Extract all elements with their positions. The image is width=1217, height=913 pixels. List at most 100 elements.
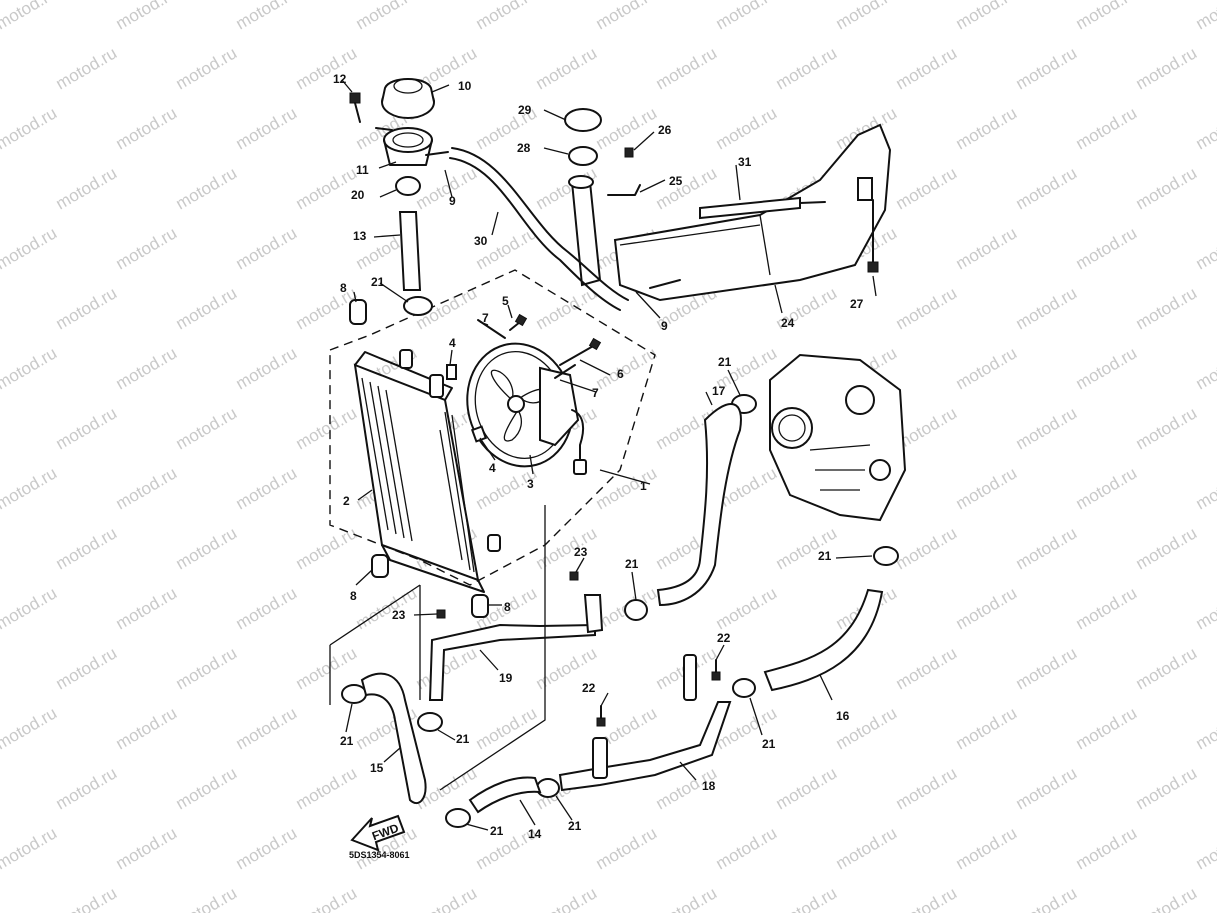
- callout-24: 24: [781, 316, 795, 330]
- hose-31: [699, 196, 801, 220]
- watermark-text: motod.ru: [233, 103, 301, 153]
- watermark-text: motod.ru: [1193, 223, 1217, 273]
- watermark-text: motod.ru: [1013, 763, 1081, 813]
- watermark-text: motod.ru: [53, 403, 121, 453]
- engine-head: [769, 353, 907, 522]
- watermark-text: motod.ru: [1133, 283, 1201, 333]
- callout-7: 7: [592, 386, 599, 400]
- callout-19: 19: [499, 671, 513, 685]
- watermark-text: motod.ru: [953, 0, 1021, 33]
- watermark-text: motod.ru: [593, 823, 661, 873]
- callout-15: 15: [370, 761, 384, 775]
- watermark-text: motod.ru: [53, 43, 121, 93]
- watermark-text: motod.ru: [1013, 283, 1081, 333]
- fan-bolts: [477, 313, 602, 379]
- callout-21: 21: [490, 824, 504, 838]
- drawing-code: 5DS1354-8061: [349, 850, 410, 860]
- watermark-text: motod.ru: [173, 643, 241, 693]
- callout-23: 23: [574, 545, 588, 559]
- watermark-text: motod.ru: [53, 763, 121, 813]
- watermark-text: motod.ru: [1013, 523, 1081, 573]
- watermark-text: motod.ru: [113, 343, 181, 393]
- watermark-text: motod.ru: [413, 643, 481, 693]
- watermark-text: motod.ru: [713, 823, 781, 873]
- watermark-text: motod.ru: [53, 283, 121, 333]
- watermark-text: motod.ru: [113, 823, 181, 873]
- watermark-text: motod.ru: [53, 643, 121, 693]
- watermark-text: motod.ru: [1013, 643, 1081, 693]
- callout-21: 21: [718, 355, 732, 369]
- callout-4: 4: [449, 336, 456, 350]
- callout-21: 21: [371, 275, 385, 289]
- watermark-text: motod.ru: [0, 0, 60, 33]
- leader-lines: [341, 79, 877, 831]
- watermark-text: motod.ru: [0, 223, 60, 273]
- callout-20: 20: [351, 188, 365, 202]
- watermark-text: motod.ru: [953, 103, 1021, 153]
- watermark-text: motod.ru: [953, 823, 1021, 873]
- watermark-text: motod.ru: [1193, 583, 1217, 633]
- callout-numbers: 1234456778889910111213141516171819202121…: [333, 72, 864, 841]
- hose-17: [656, 403, 742, 607]
- callout-8: 8: [350, 589, 357, 603]
- callout-27: 27: [850, 297, 864, 311]
- callout-18: 18: [702, 779, 716, 793]
- callout-8: 8: [340, 281, 347, 295]
- pipe-bolts: [436, 571, 721, 727]
- watermark-text: motod.ru: [113, 223, 181, 273]
- watermark-text: motod.ru: [113, 103, 181, 153]
- watermark-text: motod.ru: [893, 163, 961, 213]
- watermark-text: motod.ru: [533, 43, 601, 93]
- watermark-text: motod.ru: [53, 883, 121, 913]
- callout-13: 13: [353, 229, 367, 243]
- watermark-text: motod.ru: [1193, 0, 1217, 33]
- watermark-text: motod.ru: [293, 763, 361, 813]
- watermark-text: motod.ru: [1073, 223, 1141, 273]
- callout-26: 26: [658, 123, 672, 137]
- callout-6: 6: [617, 367, 624, 381]
- watermark-text: motod.ru: [1073, 823, 1141, 873]
- watermark-text: motod.ru: [0, 583, 60, 633]
- watermark-text: motod.ru: [1073, 343, 1141, 393]
- watermark-text: motod.ru: [1133, 883, 1201, 913]
- watermark-text: motod.ru: [653, 883, 721, 913]
- watermark-text: motod.ru: [1073, 463, 1141, 513]
- callout-22: 22: [582, 681, 596, 695]
- watermark-text: motod.ru: [953, 343, 1021, 393]
- callout-25: 25: [669, 174, 683, 188]
- watermark-text: motod.ru: [1133, 43, 1201, 93]
- watermark-text: motod.ru: [953, 703, 1021, 753]
- callout-30: 30: [474, 234, 488, 248]
- watermark-text: motod.ru: [893, 283, 961, 333]
- callout-11: 11: [356, 163, 369, 177]
- callout-23: 23: [392, 608, 406, 622]
- watermark-text: motod.ru: [233, 823, 301, 873]
- watermark-text: motod.ru: [953, 463, 1021, 513]
- callout-21: 21: [762, 737, 776, 751]
- watermark-text: motod.ru: [1133, 763, 1201, 813]
- callout-3: 3: [527, 477, 534, 491]
- watermark-text: motod.ru: [893, 883, 961, 913]
- callout-22: 22: [717, 631, 731, 645]
- watermark-text: motod.ru: [293, 403, 361, 453]
- bracket-4-upper: [446, 364, 457, 380]
- watermark-text: motod.ru: [293, 523, 361, 573]
- watermark-text: motod.ru: [1133, 403, 1201, 453]
- watermark-text: motod.ru: [953, 583, 1021, 633]
- callout-9: 9: [661, 319, 668, 333]
- watermark-text: motod.ru: [773, 883, 841, 913]
- watermark-text: motod.ru: [233, 583, 301, 633]
- hose-13: [398, 211, 422, 291]
- watermark-text: motod.ru: [1073, 0, 1141, 33]
- watermark-text: motod.ru: [1133, 163, 1201, 213]
- callout-21: 21: [818, 549, 832, 563]
- pipe-19: [428, 623, 596, 701]
- watermark-text: motod.ru: [593, 343, 661, 393]
- watermark-text: motod.ru: [413, 883, 481, 913]
- watermark-text: motod.ru: [833, 823, 901, 873]
- callout-28: 28: [517, 141, 531, 155]
- watermark-text: motod.ru: [173, 43, 241, 93]
- watermark-text: motod.ru: [533, 883, 601, 913]
- watermark-text: motod.ru: [533, 283, 601, 333]
- assembly-1-outline: [329, 269, 656, 586]
